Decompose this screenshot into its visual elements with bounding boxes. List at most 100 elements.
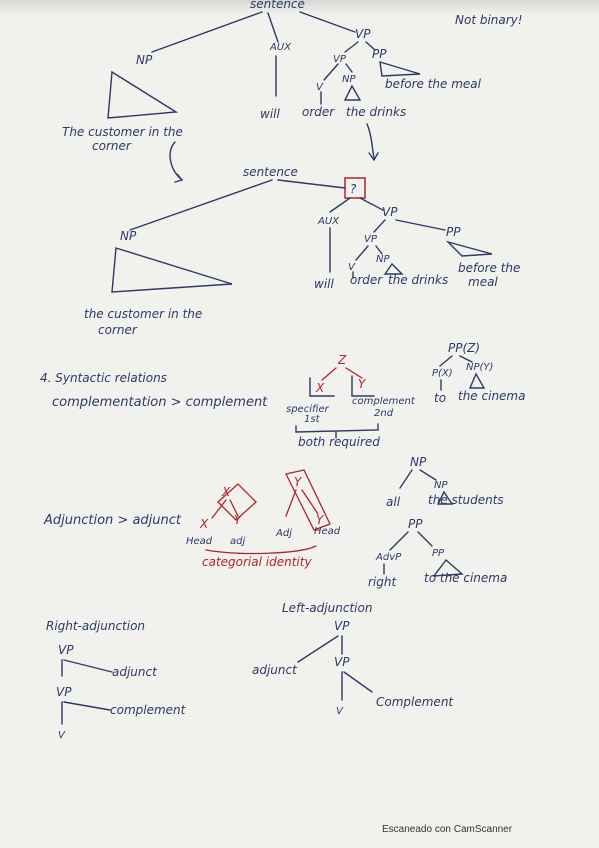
arrow-left [169, 141, 183, 181]
section-4: 4. Syntactic relations complementation >… [40, 341, 525, 449]
specifier-label: specifier [286, 404, 330, 415]
tree-2: sentence ? NP AUX VP VP PP V NP will ord… [84, 165, 520, 337]
tree2-np-triangle [111, 247, 233, 293]
head-label: Head [186, 536, 213, 547]
tree1-branch-np [151, 11, 263, 53]
adjunction: Adjunction > adjunct X X Y Head adj Y Y … [43, 455, 507, 589]
adj1-x-top: X [221, 485, 231, 499]
tree1-vp-inner: VP [333, 54, 347, 65]
right-vp-top: VP [58, 643, 74, 657]
tree1-np-text-2: corner [92, 139, 132, 153]
right-complement: complement [110, 703, 187, 717]
tree1-vp-np [345, 63, 353, 73]
left-adjunction-heading: Left-adjunction [282, 601, 372, 615]
tree1-pp-triangle [379, 61, 421, 77]
tree2-np-text-2: corner [98, 323, 138, 337]
tree1-branch-aux [267, 12, 279, 43]
tree1-pp-text: before the meal [385, 77, 482, 91]
right-adjunct-branch [63, 659, 113, 673]
tree1-vp-right [365, 41, 376, 51]
section4-heading: 4. Syntactic relations [40, 371, 167, 385]
categorial-underline [205, 545, 317, 555]
tree2-vp-left [373, 219, 386, 233]
tree2-vp-np [375, 245, 383, 255]
y-node: Y [358, 377, 367, 391]
right-vp-mid: VP [56, 685, 72, 699]
right-v: V [58, 730, 66, 741]
tree2-v: V [348, 262, 356, 273]
tree-1: sentence Not binary! NP AUX VP VP PP V N… [62, 0, 523, 183]
arrow-left-head [174, 173, 184, 183]
tree2-vp-inner: VP [364, 234, 378, 245]
left-adjunct: adjunct [252, 663, 298, 677]
tree2-vp: VP [382, 205, 398, 219]
tree1-note: Not binary! [455, 13, 523, 27]
np-right [419, 469, 437, 481]
tree1-branch-vp [299, 11, 356, 33]
tree2-branch-q [277, 179, 346, 189]
tree2-vp-v [355, 245, 369, 261]
scan-shadow [0, 0, 599, 14]
adj1-left [211, 499, 227, 519]
tree1-verb-word: order [302, 105, 335, 119]
x-node: X [315, 381, 325, 395]
tree1-np-triangle [107, 70, 179, 119]
complementation-label: complementation > complement [52, 395, 268, 410]
right-word: right [368, 575, 397, 589]
scanner-watermark: Escaneado con CamScanner [382, 824, 513, 835]
np-left [399, 469, 413, 489]
tree1-obj-word: the drinks [346, 105, 406, 119]
categorial-label: categorial identity [202, 555, 312, 569]
tree2-q-aux [329, 197, 351, 213]
tree1-np: NP [136, 53, 153, 67]
npy-node: NP(Y) [466, 362, 493, 373]
right-complement-branch [63, 701, 111, 711]
z-node: Z [337, 353, 347, 367]
adj2-right [301, 489, 319, 515]
left-complement: Complement [376, 695, 454, 709]
arrow-right-head [368, 152, 379, 162]
tree1-aux: AUX [269, 42, 292, 53]
tree2-pp-text-1: before the [458, 261, 520, 275]
tree1-np-obj: NP [342, 74, 356, 85]
pp-triangle [432, 558, 464, 577]
tree1-root: sentence [250, 0, 305, 11]
advp-node: AdvP [375, 552, 402, 563]
ppz-left [439, 355, 453, 367]
adj-box-1 [217, 483, 257, 521]
tree2-obj-word: the drinks [388, 273, 448, 287]
tree2-aux: AUX [317, 216, 340, 227]
both-bracket [295, 423, 379, 433]
adj2-label: Adj [275, 528, 292, 539]
tree2-question: ? [350, 182, 357, 196]
adj2-y-bottom: Y [316, 513, 325, 527]
left-vp-mid: VP [334, 655, 350, 669]
right-adjunct: adjunct [112, 665, 158, 679]
px-node: P(X) [432, 368, 453, 379]
adj-label: adj [230, 536, 245, 547]
left-v: V [336, 706, 344, 717]
np-triangle [436, 490, 454, 505]
tree2-obj-triangle [383, 262, 404, 275]
tree2-branch-np [129, 179, 273, 231]
pp-bottom: PP [432, 548, 445, 559]
adj-box-2 [285, 469, 331, 531]
adj2-y-top: Y [294, 475, 303, 489]
tree1-vp-left [344, 41, 359, 53]
adj1-right [229, 499, 239, 517]
arrow-right [366, 123, 375, 159]
tree1-np-text-1: The customer in the [62, 125, 183, 139]
first-label: 1st [304, 414, 321, 425]
head2-label: Head [314, 526, 341, 537]
tree1-vp-v [323, 63, 339, 81]
left-adjunct-branch [297, 635, 339, 663]
tree2-aux-word: will [314, 277, 334, 291]
tree2-pp-triangle [445, 240, 493, 257]
adj1-y: Y [234, 513, 243, 527]
pp-left [389, 531, 409, 551]
tree2-pp-text-2: meal [468, 275, 498, 289]
z-branch-left [321, 367, 337, 381]
the-cinema-word: the cinema [458, 389, 525, 403]
the-students-word: the students [428, 493, 504, 507]
